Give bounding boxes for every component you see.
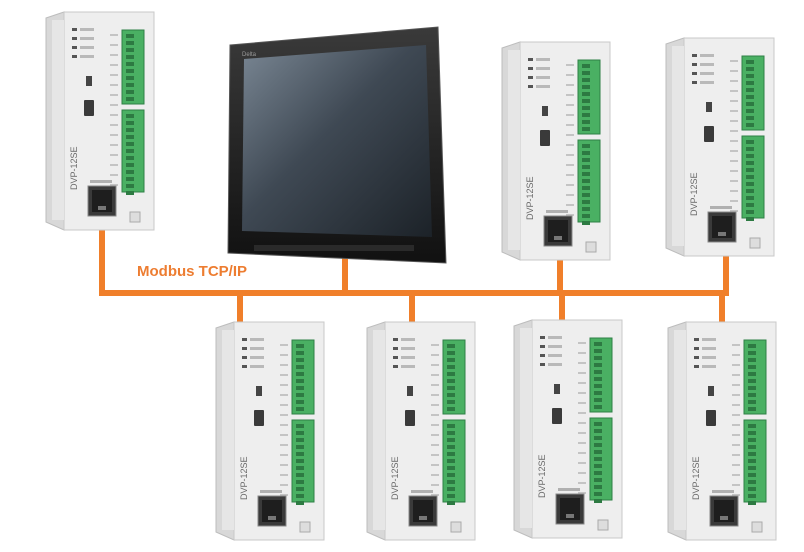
plc-5: DVP-12SE bbox=[365, 318, 477, 546]
network-label: Modbus TCP/IP bbox=[137, 263, 247, 280]
plc-model-label: DVP-12SE bbox=[689, 172, 699, 216]
plc-2: DVP-12SE bbox=[500, 38, 612, 266]
plc-model-label: DVP-12SE bbox=[239, 456, 249, 500]
plc-model-label: DVP-12SE bbox=[390, 456, 400, 500]
plc-4: DVP-12SE bbox=[214, 318, 326, 546]
hmi-touch-panel: Delta bbox=[224, 25, 448, 270]
plc-model-label: DVP-12SE bbox=[691, 456, 701, 500]
plc-3: DVP-12SE bbox=[664, 34, 776, 262]
hmi-brand: Delta bbox=[242, 52, 257, 58]
plc-model-label: DVP-12SE bbox=[525, 176, 535, 220]
plc-model-label: DVP-12SE bbox=[69, 146, 79, 190]
plc-6: DVP-12SE bbox=[512, 316, 624, 544]
plc-1: DVP-12SE bbox=[44, 8, 156, 236]
plc-7: DVP-12SE bbox=[666, 318, 778, 546]
plc-model-label: DVP-12SE bbox=[537, 454, 547, 498]
